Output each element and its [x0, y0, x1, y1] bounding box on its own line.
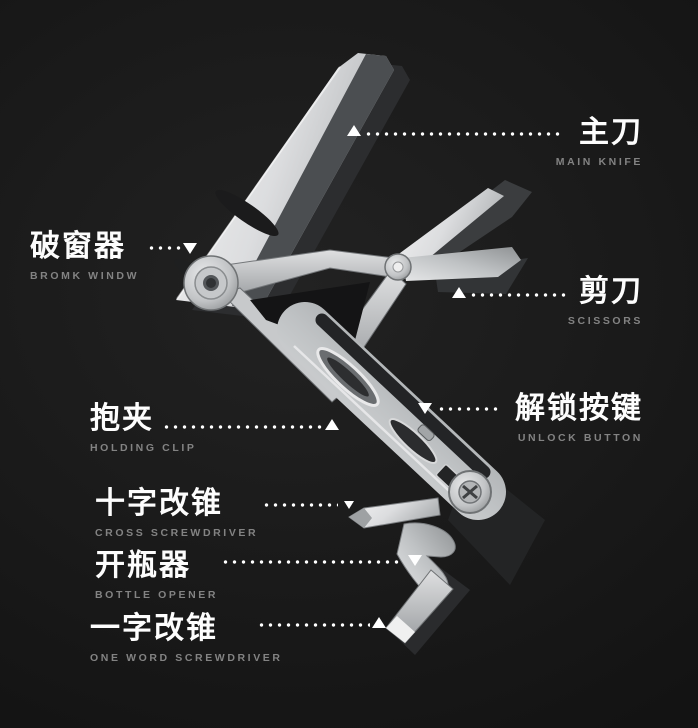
label-main-knife-en: MAIN KNIFE	[555, 155, 643, 168]
label-holding-clip-en: HOLDING CLIP	[90, 441, 197, 454]
label-scissors: 剪刀 SCISSORS	[568, 276, 643, 327]
unlock-button-dotted-line	[437, 407, 500, 411]
label-holding-clip-zh: 抱夹	[90, 402, 154, 435]
label-main-knife: 主刀 MAIN KNIFE	[556, 117, 643, 168]
one-word-screwdriver-dotted-line	[257, 623, 370, 627]
one-word-screwdriver-arrow-icon	[372, 617, 386, 628]
label-broken-window-zh: 破窗器	[30, 230, 126, 263]
unlock-button-arrow-icon	[418, 403, 432, 414]
label-scissors-zh: 剪刀	[579, 275, 643, 308]
label-broken-window: 破窗器 BROMK WINDW	[30, 231, 139, 282]
main-knife-dotted-line	[364, 132, 562, 136]
label-cross-screwdriver-zh: 十字改锥	[95, 487, 223, 520]
label-broken-window-en: BROMK WINDW	[30, 269, 140, 282]
label-holding-clip: 抱夹 HOLDING CLIP	[90, 403, 196, 454]
main-knife-arrow-icon	[347, 125, 361, 136]
cross-screwdriver-dotted-line	[262, 503, 338, 507]
handle-slot	[388, 418, 438, 464]
label-bottle-opener-en: BOTTLE OPENER	[95, 588, 219, 601]
broken-window-arrow-icon	[183, 243, 197, 254]
label-bottle-opener-zh: 开瓶器	[95, 549, 191, 582]
label-bottle-opener: 开瓶器 BOTTLE OPENER	[95, 550, 218, 601]
label-main-knife-zh: 主刀	[579, 116, 643, 149]
label-unlock-button-zh: 解锁按键	[515, 392, 643, 425]
bottle-opener-arrow-icon	[408, 555, 422, 566]
cross-screwdriver-arrow-icon	[344, 501, 354, 509]
scissors-blades	[384, 188, 521, 281]
scissors-dotted-line	[469, 293, 568, 297]
label-cross-screwdriver-en: CROSS SCREWDRIVER	[95, 526, 259, 539]
broken-window-dotted-line	[147, 246, 185, 250]
label-one-word-screwdriver-en: ONE WORD SCREWDRIVER	[90, 651, 283, 664]
holding-clip-arrow-icon	[325, 419, 339, 430]
flathead-tip	[386, 616, 415, 643]
label-unlock-button-en: UNLOCK BUTTON	[517, 431, 643, 444]
bottom-tools	[348, 470, 492, 644]
label-one-word-screwdriver: 一字改锥 ONE WORD SCREWDRIVER	[90, 613, 283, 664]
label-cross-screwdriver: 十字改锥 CROSS SCREWDRIVER	[95, 488, 258, 539]
handle-body	[277, 302, 506, 520]
holding-clip-dotted-line	[162, 425, 324, 429]
scissors-arrow-icon	[452, 287, 466, 298]
unlock-button-slider	[417, 424, 435, 442]
label-scissors-en: SCISSORS	[567, 314, 643, 327]
main-pivot-screw	[183, 255, 239, 311]
label-unlock-button: 解锁按键 UNLOCK BUTTON	[515, 393, 643, 444]
label-one-word-screwdriver-zh: 一字改锥	[90, 612, 218, 645]
bottle-opener-dotted-line	[221, 560, 402, 564]
